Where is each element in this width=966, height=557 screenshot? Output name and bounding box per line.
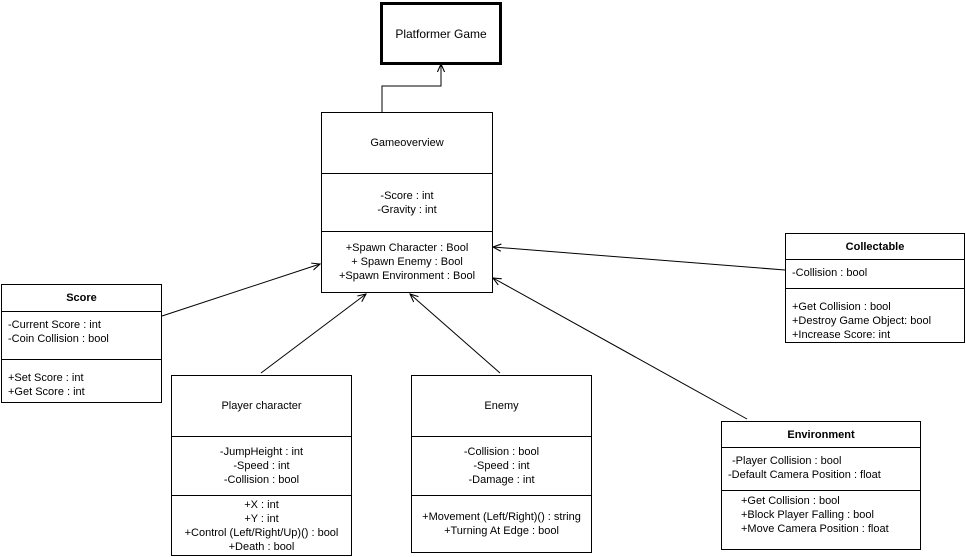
- environment-class: Environment -Player Collision : bool -De…: [721, 421, 921, 550]
- collectable-method: +Increase Score: int: [792, 329, 891, 341]
- environment-method: +Move Camera Position : float: [741, 523, 889, 535]
- gameoverview-attribute: -Gravity : int: [377, 203, 437, 216]
- score-method: +Set Score : int: [8, 372, 84, 384]
- enemy-name-section: Enemy: [412, 376, 591, 437]
- score-to-gameoverview-arrow: [161, 264, 320, 317]
- gameoverview-method: + Spawn Enemy : Bool: [351, 256, 463, 268]
- player-character-attribute: -JumpHeight : int: [219, 446, 304, 458]
- gameoverview-to-platformer-arrow: [381, 64, 441, 112]
- player-character-title: Player character: [221, 400, 302, 412]
- platformer-game-class: Platformer Game: [380, 2, 502, 65]
- enemy-title: Enemy: [484, 400, 519, 412]
- collectable-method: +Get Collision : bool: [792, 301, 891, 313]
- collectable-name-section: Collectable: [786, 234, 964, 260]
- collectable-title: Collectable: [845, 240, 905, 253]
- enemy-attributes: -Collision : bool -Speed : int -Damage :…: [412, 437, 591, 496]
- score-methods: +Set Score : int +Get Score : int: [2, 360, 161, 402]
- enemy-to-gameoverview-arrow: [410, 294, 501, 374]
- enemy-method: +Movement (Left/Right)() : string: [422, 511, 581, 523]
- score-class: Score -Current Score : int -Coin Collisi…: [1, 284, 162, 403]
- player-character-attribute: -Collision : bool: [223, 474, 300, 486]
- gameoverview-class: Gameoverview -Score : int -Gravity : int…: [321, 112, 493, 293]
- score-attribute: -Current Score : int: [8, 319, 101, 331]
- player-character-attribute: -Speed : int: [233, 460, 290, 472]
- gameoverview-title: Gameoverview: [370, 137, 444, 149]
- score-method: +Get Score : int: [8, 386, 85, 398]
- collectable-to-gameoverview-arrow: [493, 247, 786, 271]
- gameoverview-method: +Spawn Environment : Bool: [338, 270, 476, 282]
- player-character-method: +Y : int: [244, 512, 279, 525]
- collectable-methods: +Get Collision : bool +Destroy Game Obje…: [786, 289, 964, 342]
- platformer-game-title: Platformer Game: [395, 26, 487, 41]
- environment-attribute: -Default Camera Position : float: [728, 469, 881, 481]
- gameoverview-name-section: Gameoverview: [322, 113, 492, 174]
- environment-methods: +Get Collision : bool +Block Player Fall…: [722, 491, 920, 549]
- gameoverview-attributes: -Score : int -Gravity : int: [322, 174, 492, 232]
- player-character-name-section: Player character: [172, 376, 351, 437]
- score-title: Score: [66, 292, 97, 304]
- environment-method: +Get Collision : bool: [741, 495, 840, 507]
- environment-to-gameoverview-arrow: [493, 278, 748, 420]
- environment-name-section: Environment: [722, 422, 920, 448]
- environment-method: +Block Player Falling : bool: [741, 509, 874, 521]
- collectable-attribute: -Collision : bool: [792, 267, 868, 279]
- gameoverview-methods: +Spawn Character : Bool + Spawn Enemy : …: [322, 232, 492, 292]
- player-to-gameoverview-arrow: [260, 294, 366, 374]
- enemy-class: Enemy -Collision : bool -Speed : int -Da…: [411, 375, 592, 553]
- gameoverview-method: +Spawn Character : Bool: [345, 242, 469, 254]
- gameoverview-attribute: -Score : int: [380, 189, 434, 202]
- score-attribute: -Coin Collision : bool: [8, 333, 109, 345]
- environment-attributes: -Player Collision : bool -Default Camera…: [722, 448, 920, 491]
- player-character-attributes: -JumpHeight : int -Speed : int -Collisio…: [172, 437, 351, 496]
- score-name-section: Score: [2, 285, 161, 312]
- player-character-methods: +X : int +Y : int +Control (Left/Right/U…: [172, 496, 351, 555]
- enemy-methods: +Movement (Left/Right)() : string +Turni…: [412, 496, 591, 552]
- enemy-attribute: -Damage : int: [468, 474, 535, 486]
- environment-attribute: -Player Collision : bool: [732, 455, 842, 467]
- enemy-attribute: -Collision : bool: [463, 446, 540, 458]
- collectable-method: +Destroy Game Object: bool: [792, 315, 932, 327]
- player-character-method: +Control (Left/Right/Up)() : bool: [184, 526, 339, 539]
- collectable-class: Collectable -Collision : bool +Get Colli…: [785, 233, 965, 343]
- player-character-method: +X : int: [244, 498, 279, 511]
- enemy-method: +Turning At Edge : bool: [444, 525, 559, 537]
- environment-title: Environment: [787, 428, 855, 441]
- score-attributes: -Current Score : int -Coin Collision : b…: [2, 312, 161, 360]
- collectable-attributes: -Collision : bool: [786, 260, 964, 289]
- player-character-method: +Death : bool: [228, 540, 295, 553]
- enemy-attribute: -Speed : int: [473, 460, 530, 472]
- player-character-class: Player character -JumpHeight : int -Spee…: [171, 375, 352, 556]
